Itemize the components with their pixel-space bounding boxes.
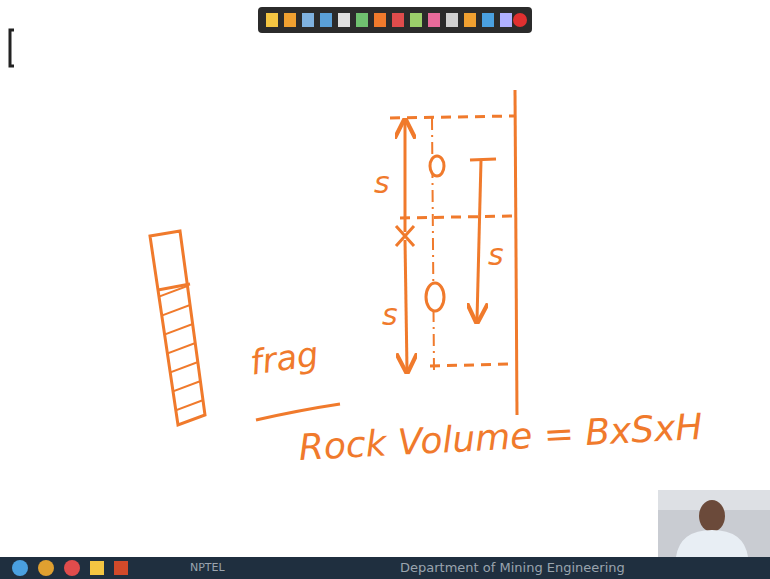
footer-label: Department of Mining Engineering [400, 561, 625, 574]
edge-bracket [10, 30, 14, 66]
note-label: frag [248, 336, 320, 379]
blast-hole-section [150, 231, 230, 440]
spacing-line [430, 364, 512, 366]
dimension-tick [470, 159, 496, 160]
centre-mark [396, 226, 414, 246]
dimension-arrow [404, 122, 407, 232]
taskbar [0, 557, 770, 579]
dimension-label: s [488, 240, 504, 270]
dimension-label: s [382, 300, 398, 330]
blast-hole [426, 283, 444, 311]
footer-label: NPTEL [190, 562, 225, 573]
spacing-line [400, 216, 515, 218]
spacing-line [390, 116, 515, 118]
dimension-label: s [374, 168, 390, 198]
toolbar [258, 7, 532, 33]
dimension-arrow [477, 160, 481, 320]
underline [256, 404, 340, 420]
webcam-inset [658, 490, 770, 557]
blast-hole [430, 156, 444, 176]
free-face [515, 90, 517, 415]
dimension-arrow [405, 240, 407, 370]
